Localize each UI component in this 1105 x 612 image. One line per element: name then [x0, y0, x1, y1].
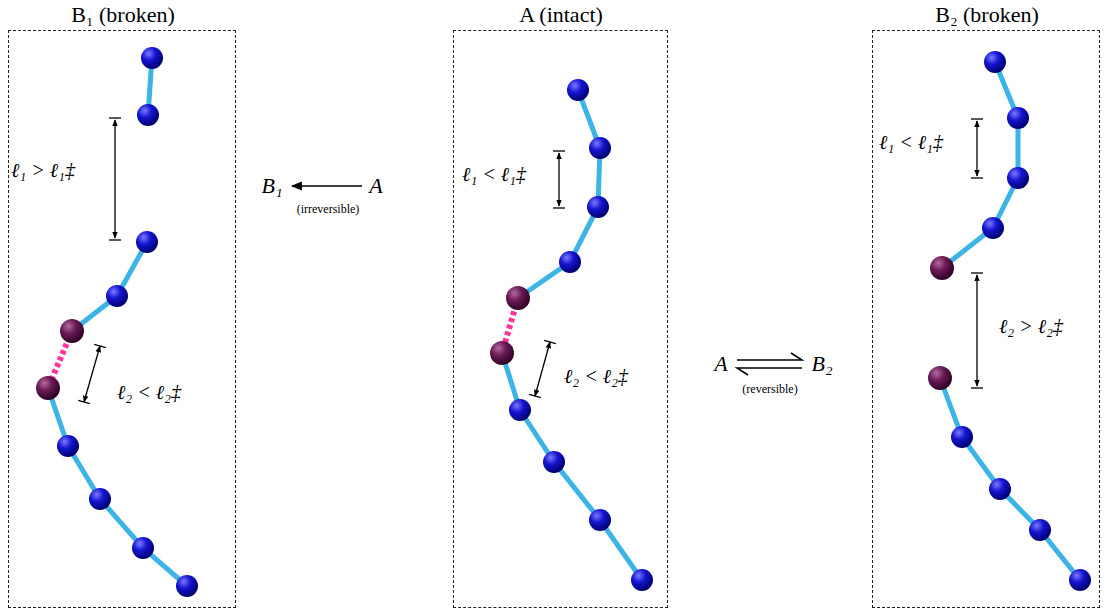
- equilibrium-arrows: [737, 353, 802, 375]
- state-symbol: A: [714, 352, 727, 376]
- panel-title: A (intact): [519, 3, 603, 27]
- panel-title: B₂ (broken): [935, 3, 1039, 27]
- beads-b2: [928, 51, 1091, 591]
- reaction-note: (reversible): [742, 383, 797, 396]
- length-label: ℓ₁ < ℓ₁‡: [879, 131, 943, 153]
- length-label: ℓ₁ > ℓ₁‡: [11, 159, 75, 181]
- state-panel: A (intact)ℓ₁ < ℓ₁‡ℓ₂ < ℓ₂‡: [453, 30, 668, 608]
- chain-b1: [48, 58, 187, 586]
- length-label: ℓ₂ < ℓ₂‡: [117, 381, 181, 403]
- length-label: ℓ₂ < ℓ₂‡: [564, 365, 628, 387]
- reaction-arrow: [292, 185, 362, 187]
- reaction-note: (irreversible): [297, 203, 360, 216]
- length-label: ℓ₁ < ℓ₁‡: [462, 163, 526, 185]
- panel-title: B₁ (broken): [71, 3, 175, 27]
- state-panel: B₂ (broken)ℓ₁ < ℓ₁‡ℓ₂ > ℓ₂‡: [872, 30, 1100, 608]
- state-symbol: B₁: [261, 174, 282, 198]
- chain-b2: [940, 62, 1080, 580]
- length-label: ℓ₂ > ℓ₂‡: [999, 315, 1063, 337]
- beads-b1: [36, 47, 198, 597]
- dimension-arrows-a: [529, 151, 565, 398]
- beads-a: [490, 79, 653, 591]
- state-symbol: A: [369, 174, 382, 198]
- state-symbol: B₂: [811, 352, 832, 376]
- dimension-arrows-b1: [78, 118, 121, 404]
- dimension-arrows-b2: [971, 119, 983, 388]
- state-panel: B₁ (broken)ℓ₁ > ℓ₁‡ℓ₂ < ℓ₂‡: [8, 30, 236, 608]
